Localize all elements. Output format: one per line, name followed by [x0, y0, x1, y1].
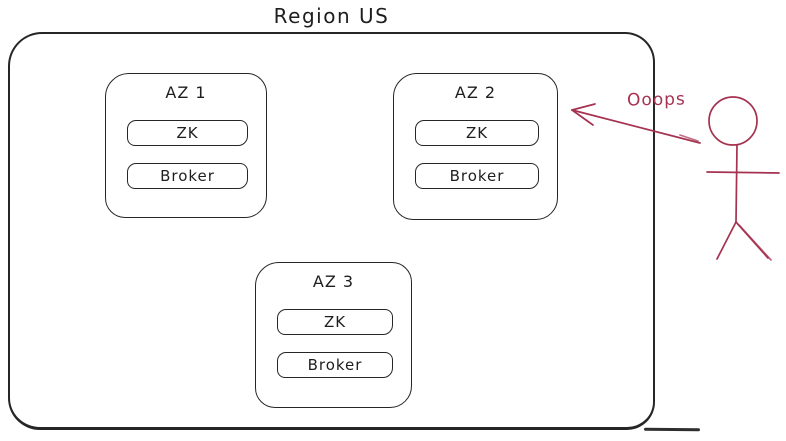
stick-person-head — [708, 96, 758, 146]
stick-person-icon — [706, 96, 780, 261]
az-3-box: AZ 3 ZK Broker — [255, 262, 412, 408]
stick-person-right-leg — [735, 221, 769, 259]
az-3-label: AZ 3 — [312, 272, 355, 291]
az-1-box: AZ 1 ZK Broker — [105, 73, 267, 218]
az-3-zk-node: ZK — [277, 309, 393, 335]
region-title: Region US — [273, 4, 390, 28]
az-1-label: AZ 1 — [165, 83, 207, 102]
az-3-broker-node: Broker — [277, 352, 393, 378]
stick-person-right-leg-sketch — [738, 224, 772, 261]
az-2-box: AZ 2 ZK Broker — [393, 73, 558, 220]
sketch-overshoot-line — [643, 427, 701, 431]
region-us-box: AZ 1 ZK Broker AZ 2 ZK Broker AZ 3 ZK Br… — [8, 32, 655, 430]
az-1-broker-node: Broker — [127, 163, 248, 189]
stick-person-body — [735, 144, 738, 223]
stick-person-arms — [706, 171, 780, 174]
az-2-label: AZ 2 — [454, 83, 497, 102]
az-1-zk-node: ZK — [127, 120, 248, 146]
ooops-annotation: Ooops — [626, 89, 687, 111]
az-2-broker-node: Broker — [415, 163, 539, 189]
az-2-zk-node: ZK — [415, 120, 539, 146]
stick-person-left-leg — [716, 221, 737, 260]
